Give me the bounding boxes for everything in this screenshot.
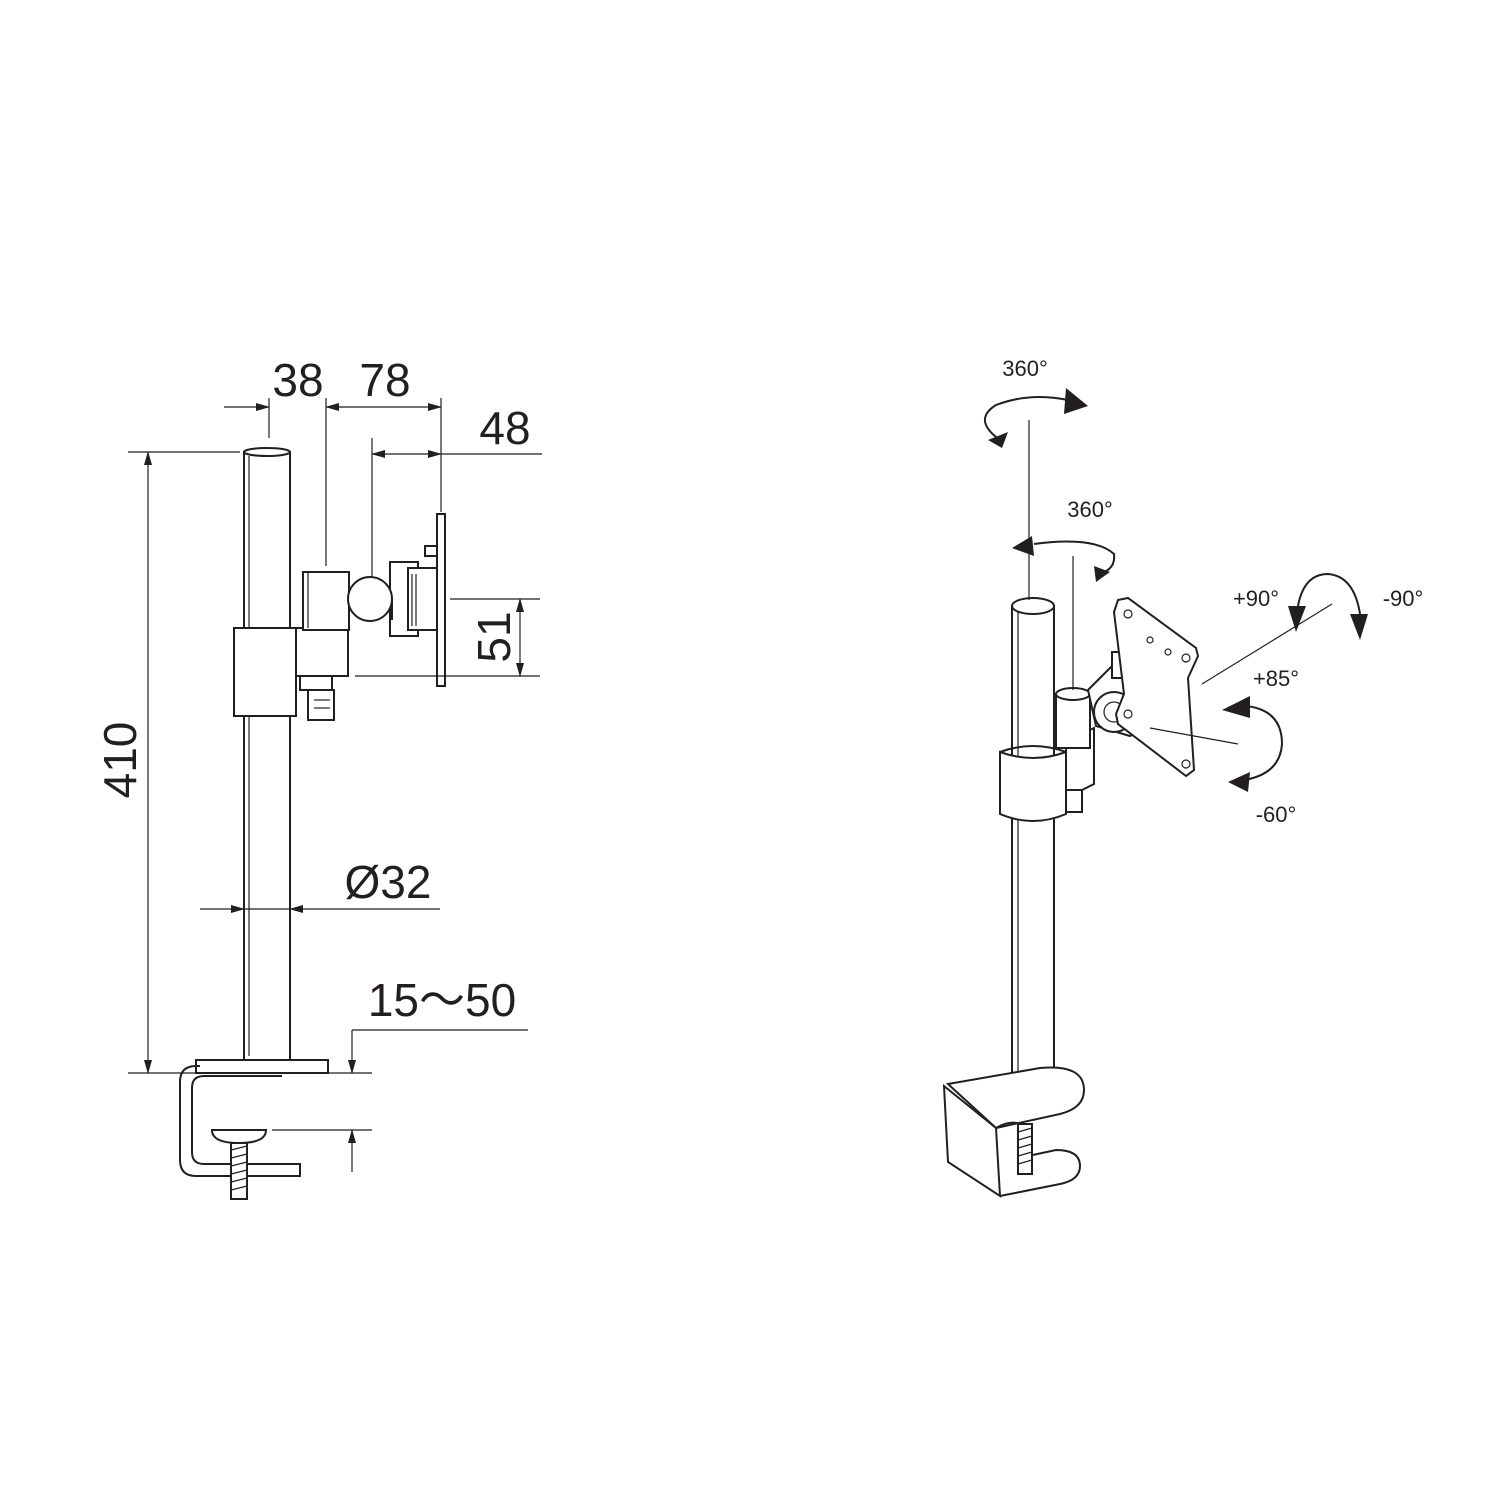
dim-78: 78 [325, 354, 442, 512]
dim-51-label: 51 [468, 611, 520, 662]
swivel-minus-label: -90° [1383, 586, 1424, 611]
vesa-plate-3d [1112, 596, 1200, 778]
swivel-arrow: +90° -90° [1233, 572, 1424, 640]
dim-clamp-range-label: 15～50 [368, 974, 516, 1026]
tilt-minus-label: -60° [1256, 802, 1297, 827]
arm-riser-3d [1055, 687, 1091, 749]
dim-48: 48 [371, 402, 542, 578]
rotation-axes [1028, 420, 1333, 745]
dim-48-label: 48 [479, 402, 530, 454]
tilt-plus-label: +85° [1253, 666, 1299, 691]
dim-diameter: Ø32 [200, 856, 440, 913]
arm-collar [233, 627, 349, 721]
desk-clamp [179, 1059, 329, 1200]
pole-3d [1011, 597, 1055, 1087]
dim-51: 51 [355, 598, 540, 677]
dim-clamp-range: 15～50 [272, 974, 528, 1172]
pole-rotation-arrow: 360° [984, 356, 1088, 448]
dim-38-label: 38 [272, 354, 323, 406]
pole [243, 447, 291, 1061]
dim-410-label: 410 [94, 722, 146, 799]
arm-riser [302, 571, 350, 631]
pole-rotation-label: 360° [1002, 356, 1048, 381]
tilt-head [347, 545, 439, 637]
swivel-plus-label: +90° [1233, 586, 1279, 611]
tilt-arrow: +85° -60° [1222, 666, 1299, 827]
dim-diameter-label: Ø32 [345, 856, 432, 908]
dim-410: 410 [94, 451, 240, 1074]
perspective-view: 360° 360° +90° -90° +85° -60° [942, 356, 1424, 1198]
desk-clamp-3d [942, 1066, 1086, 1198]
vesa-plate [436, 513, 446, 687]
arm-rotation-arrow: 360° [1012, 497, 1116, 582]
dim-78-label: 78 [359, 354, 410, 406]
dim-38: 38 [224, 354, 327, 566]
arm-rotation-label: 360° [1067, 497, 1113, 522]
side-view: 38 78 48 51 410 [94, 354, 542, 1200]
